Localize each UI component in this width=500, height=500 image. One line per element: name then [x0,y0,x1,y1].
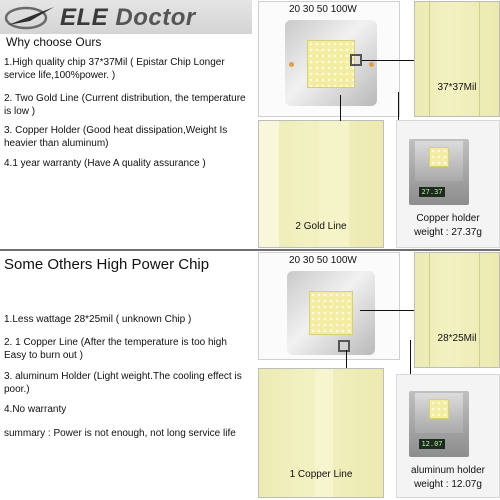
line-highlight [315,369,333,497]
cell-gap [479,253,480,367]
top-point-2: 2. Two Gold Line (Current distribution, … [4,93,246,117]
bottom-chip-photo: 20 30 50 100W [258,252,400,360]
holder-led [429,147,449,167]
callout-line [360,310,414,311]
top-panel: ELE Doctor Why choose Ours 1.High qualit… [0,0,500,248]
bottom-holder-caption-2: weight : 12.07g [414,479,482,490]
line-shadow [259,121,279,247]
callout-line [398,92,399,120]
bottom-point-3: 3. aluminum Holder (Light weight.The coo… [4,371,242,395]
top-point-4: 4.1 year warranty (Have A quality assura… [4,158,206,169]
bottom-panel: Some Others High Power Chip 1.Less watta… [0,250,500,500]
bottom-point-1: 1.Less wattage 28*25mil ( unknown Chip ) [4,314,192,325]
top-zoom-caption: 37*37Mil [437,82,477,93]
cell-gap [429,253,430,367]
pad-left [289,62,294,67]
top-scale-photo: 27.37 Copper holder weight : 27.37g [396,120,500,248]
focus-marker [350,54,362,66]
pad-right [369,62,374,67]
line-highlight [319,121,349,247]
top-chip-watts: 20 30 50 100W [289,4,357,15]
holder-led [429,399,449,419]
bottom-point-4: 4.No warranty [4,404,67,415]
bottom-summary: summary : Power is not enough, not long … [4,428,236,439]
swoosh-logo-icon [4,6,54,30]
callout-line [346,350,347,368]
top-zoom-photo: 37*37Mil [414,1,500,117]
led-array [307,40,355,88]
top-holder-caption-1: Copper holder [416,213,480,224]
bottom-holder-caption-1: aluminum holder [411,465,485,476]
callout-line [362,60,414,61]
header-band: ELE Doctor [0,0,252,34]
bottom-zoom-photo: 28*25Mil [414,252,500,368]
bottom-chip-watts: 20 30 50 100W [289,255,357,266]
top-heading: Why choose Ours [6,35,102,49]
top-line-caption: 2 Gold Line [295,221,347,232]
top-holder-caption-2: weight : 27.37g [414,227,482,238]
callout-line [340,95,341,121]
bottom-point-2: 2. 1 Copper Line (After the temperature … [4,337,227,361]
section-divider [0,249,500,251]
top-point-3: 3. Copper Holder (Good heat dissipation,… [4,125,228,149]
focus-marker [338,340,350,352]
bottom-line-caption: 1 Copper Line [289,469,353,480]
bottom-scale-photo: 12.07 aluminum holder weight : 12.07g [396,374,500,498]
cell-gap [479,2,480,116]
top-point-1: 1.High quality chip 37*37Mil ( Epistar C… [4,57,225,81]
callout-line [410,340,411,374]
bottom-line-photo: 1 Copper Line [258,368,384,498]
bottom-heading: Some Others High Power Chip [4,256,210,273]
cell-gap [429,2,430,116]
top-line-photo: 2 Gold Line [258,120,384,248]
bottom-zoom-caption: 28*25Mil [437,333,477,344]
scale-display: 12.07 [419,439,445,449]
top-chip-photo: 20 30 50 100W [258,1,400,117]
scale-display: 27.37 [419,187,445,197]
led-array [309,291,353,335]
brand-name: ELE Doctor [60,4,196,31]
